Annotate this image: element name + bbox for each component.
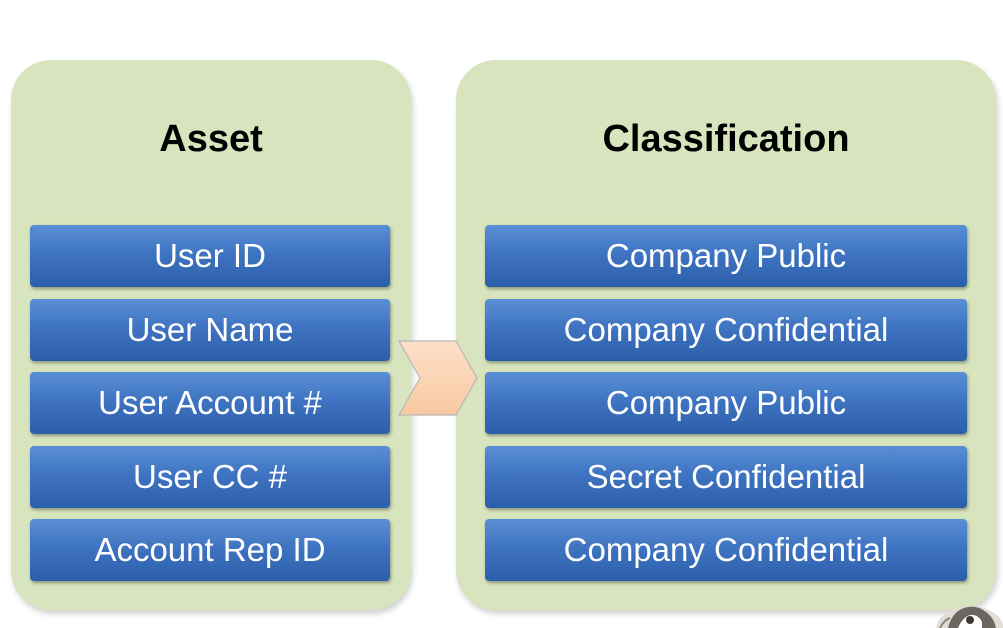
classification-item: Company Public [485, 225, 967, 287]
classification-panel: Classification Company Public Company Co… [456, 60, 996, 610]
classification-list: Company Public Company Confidential Comp… [485, 225, 967, 593]
classification-item: Company Public [485, 372, 967, 434]
chevron-right-arrow-icon [398, 340, 478, 416]
asset-item: User CC # [30, 445, 390, 508]
classification-item: Company Confidential [485, 298, 967, 361]
classification-item: Company Confidential [485, 519, 967, 581]
asset-panel: Asset User ID User Name User Account # U… [11, 60, 411, 610]
classification-title: Classification [602, 118, 850, 160]
asset-item: User ID [30, 225, 390, 287]
classification-item: Secret Confidential [485, 445, 967, 508]
asset-item: Account Rep ID [30, 519, 390, 581]
asset-item: User Name [30, 298, 390, 361]
decorative-emblem-icon [936, 606, 1003, 628]
asset-title: Asset [159, 118, 263, 160]
asset-item: User Account # [30, 372, 390, 434]
asset-list: User ID User Name User Account # User CC… [30, 225, 390, 593]
